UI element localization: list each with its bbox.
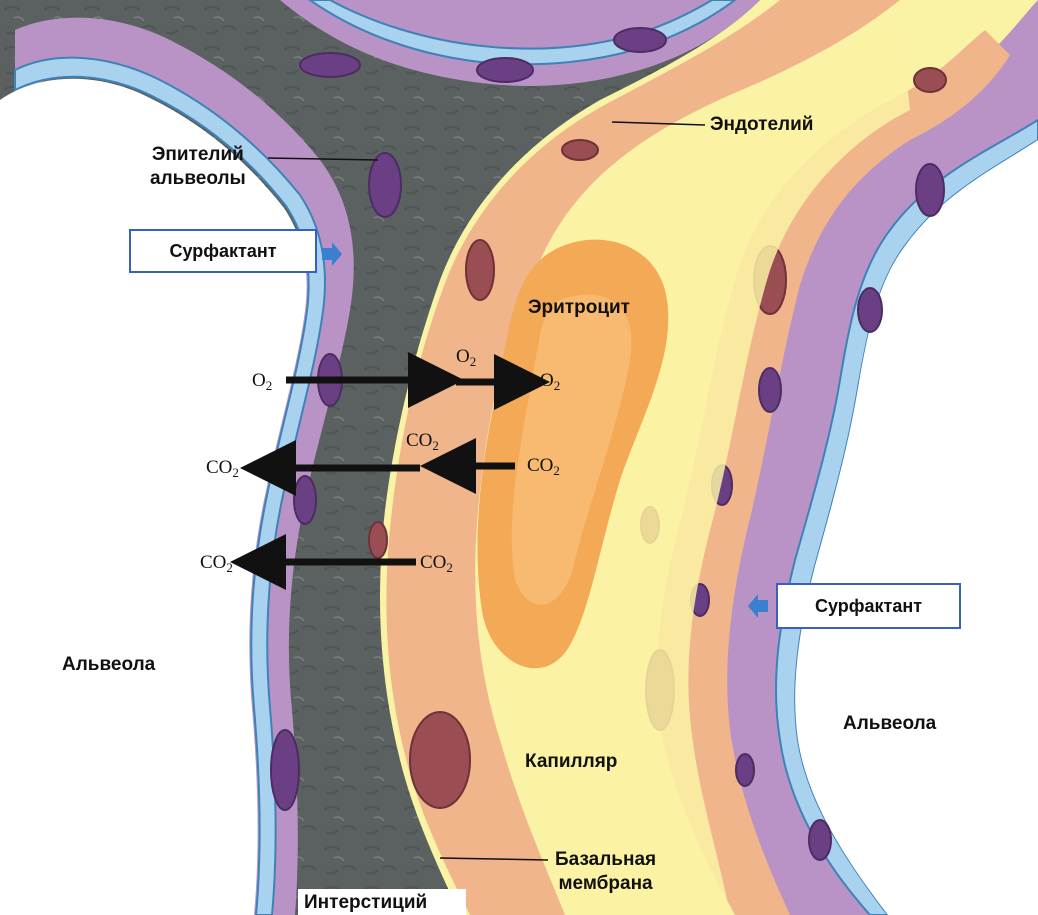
label-alveola-left: Альвеола [62, 653, 155, 677]
label-interstitium: Интерстиций [304, 891, 427, 915]
label-erythrocyte: Эритроцит [528, 296, 630, 320]
label-epithelium-line2: альвеолы [150, 167, 246, 191]
label-basal-membrane: Базальная мембрана [555, 848, 656, 896]
label-basal-line1: Базальная [555, 848, 656, 872]
surfactant-left-box: Сурфактант [129, 229, 317, 273]
gas-o2-erythrocyte: O2 [540, 370, 560, 394]
surfactant-right-box: Сурфактант [776, 583, 961, 629]
surfactant-left-label: Сурфактант [169, 241, 276, 262]
gas-o2-plasma: O2 [456, 346, 476, 370]
label-epithelium-line1: Эпителий [150, 143, 246, 167]
label-endothelium: Эндотелий [710, 113, 814, 137]
label-basal-line2: мембрана [555, 872, 656, 896]
gas-co2-erythrocyte: CO2 [527, 455, 560, 479]
gas-co2-plasma-bottom: CO2 [420, 552, 453, 576]
gas-co2-alveolus-1: CO2 [206, 457, 239, 481]
gas-o2-alveolus: O2 [252, 370, 272, 394]
label-capillary: Капилляр [525, 750, 617, 774]
label-epithelium: Эпителий альвеолы [150, 143, 246, 191]
gas-co2-alveolus-2: CO2 [200, 552, 233, 576]
surfactant-right-label: Сурфактант [815, 596, 922, 617]
gas-co2-plasma-top: CO2 [406, 430, 439, 454]
label-alveola-right: Альвеола [843, 712, 936, 736]
